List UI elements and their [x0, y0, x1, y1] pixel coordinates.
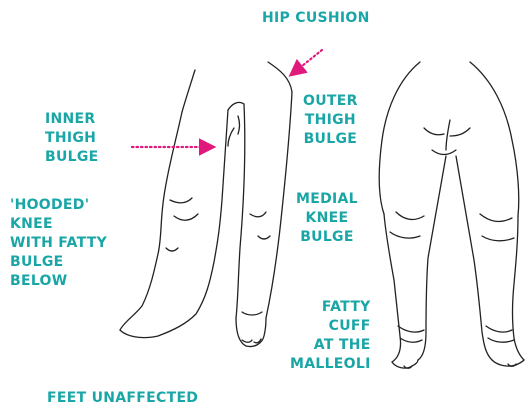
fatty-cuff-line-1: FATTY [290, 298, 371, 317]
feet-unaffected-line-1: FEET UNAFFECTED [47, 389, 198, 408]
hooded-knee-line-2: KNEE [10, 215, 107, 234]
medial-knee-bulge-label: MEDIAL KNEE BULGE [296, 190, 358, 247]
hooded-knee-label: 'HOODED' KNEE WITH FATTY BULGE BELOW [10, 196, 107, 291]
medial-knee-line-2: KNEE [296, 209, 358, 228]
hooded-knee-line-1: 'HOODED' [10, 196, 107, 215]
inner-thigh-line-1: INNER [45, 110, 99, 129]
fatty-cuff-line-4: MALLEOLI [290, 355, 371, 374]
outer-thigh-bulge-label: OUTER THIGH BULGE [303, 92, 358, 149]
inner-thigh-bulge-label: INNER THIGH BULGE [45, 110, 99, 167]
hip-cushion-label: HIP CUSHION [262, 9, 370, 28]
medial-knee-line-3: BULGE [296, 228, 358, 247]
hooded-knee-line-4: BULGE [10, 253, 107, 272]
outer-thigh-line-1: OUTER [303, 92, 358, 111]
fatty-cuff-line-3: AT THE [290, 336, 371, 355]
hip-cushion-arrow [292, 50, 322, 74]
inner-thigh-line-3: BULGE [45, 148, 99, 167]
front-view-legs [120, 62, 292, 347]
hip-cushion-line-1: HIP CUSHION [262, 9, 370, 28]
outer-thigh-line-2: THIGH [303, 111, 358, 130]
outer-thigh-line-3: BULGE [303, 130, 358, 149]
back-view-legs [379, 62, 524, 368]
medial-knee-line-1: MEDIAL [296, 190, 358, 209]
fatty-cuff-line-2: CUFF [290, 317, 371, 336]
inner-thigh-line-2: THIGH [45, 129, 99, 148]
feet-unaffected-label: FEET UNAFFECTED [47, 389, 198, 408]
fatty-cuff-label: FATTY CUFF AT THE MALLEOLI [290, 298, 371, 374]
hooded-knee-line-5: BELOW [10, 272, 107, 291]
hooded-knee-line-3: WITH FATTY [10, 234, 107, 253]
